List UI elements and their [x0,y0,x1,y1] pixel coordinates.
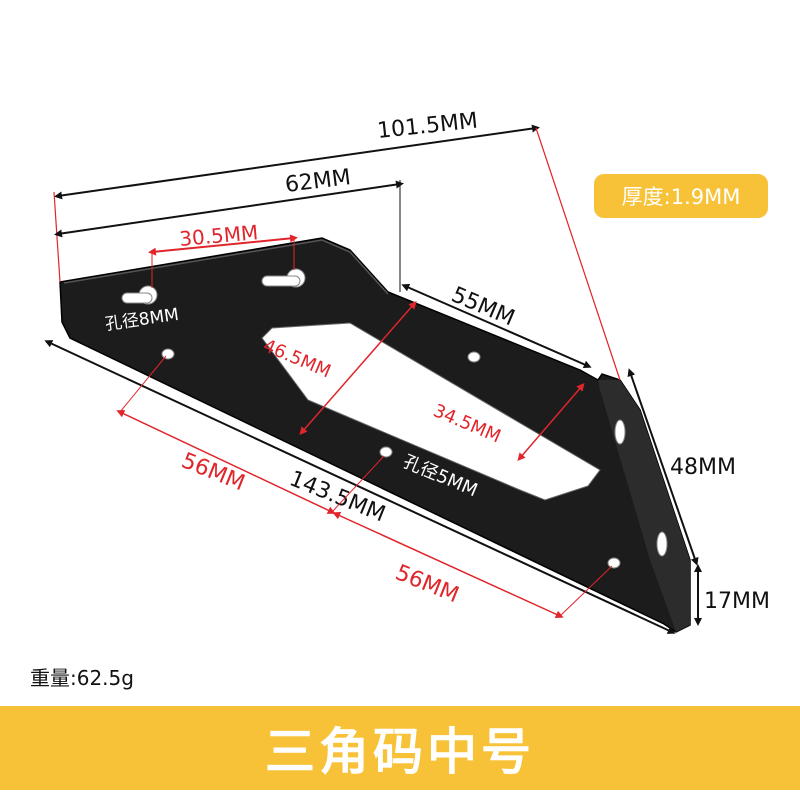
dim-line-30 [148,234,298,256]
keyhole-right [261,268,306,288]
dim-line-56-right [332,512,564,618]
ext-line-red [53,191,61,283]
weight-label: 重量:62.5g [30,666,134,690]
ext-line-red [331,455,385,513]
thickness-badge: 厚度:1.9MM [594,174,768,218]
hole [607,557,621,569]
keyhole-left [121,285,158,305]
dim-line-143 [44,340,676,634]
bracket-edge [63,239,389,295]
flange-hole [614,419,626,445]
dim-line-62 [54,180,404,238]
hole [467,351,481,363]
dim-line-56-left [116,410,336,514]
ext-line-red [559,565,613,617]
dim-line-48 [627,368,699,566]
footer-title: 三角码中号 [265,723,535,781]
dim-label-56-right: 56MM [392,560,463,608]
hole [161,348,175,360]
dim-label-17: 17MM [704,589,770,614]
footer-band: 三角码中号 [0,706,800,790]
hole [379,446,393,458]
dim-label-48: 48MM [670,455,736,480]
ext-line-red [535,127,621,381]
ext-line-red [119,355,167,413]
flange-hole [656,531,668,557]
dim-label-30: 30.5MM [178,220,259,251]
